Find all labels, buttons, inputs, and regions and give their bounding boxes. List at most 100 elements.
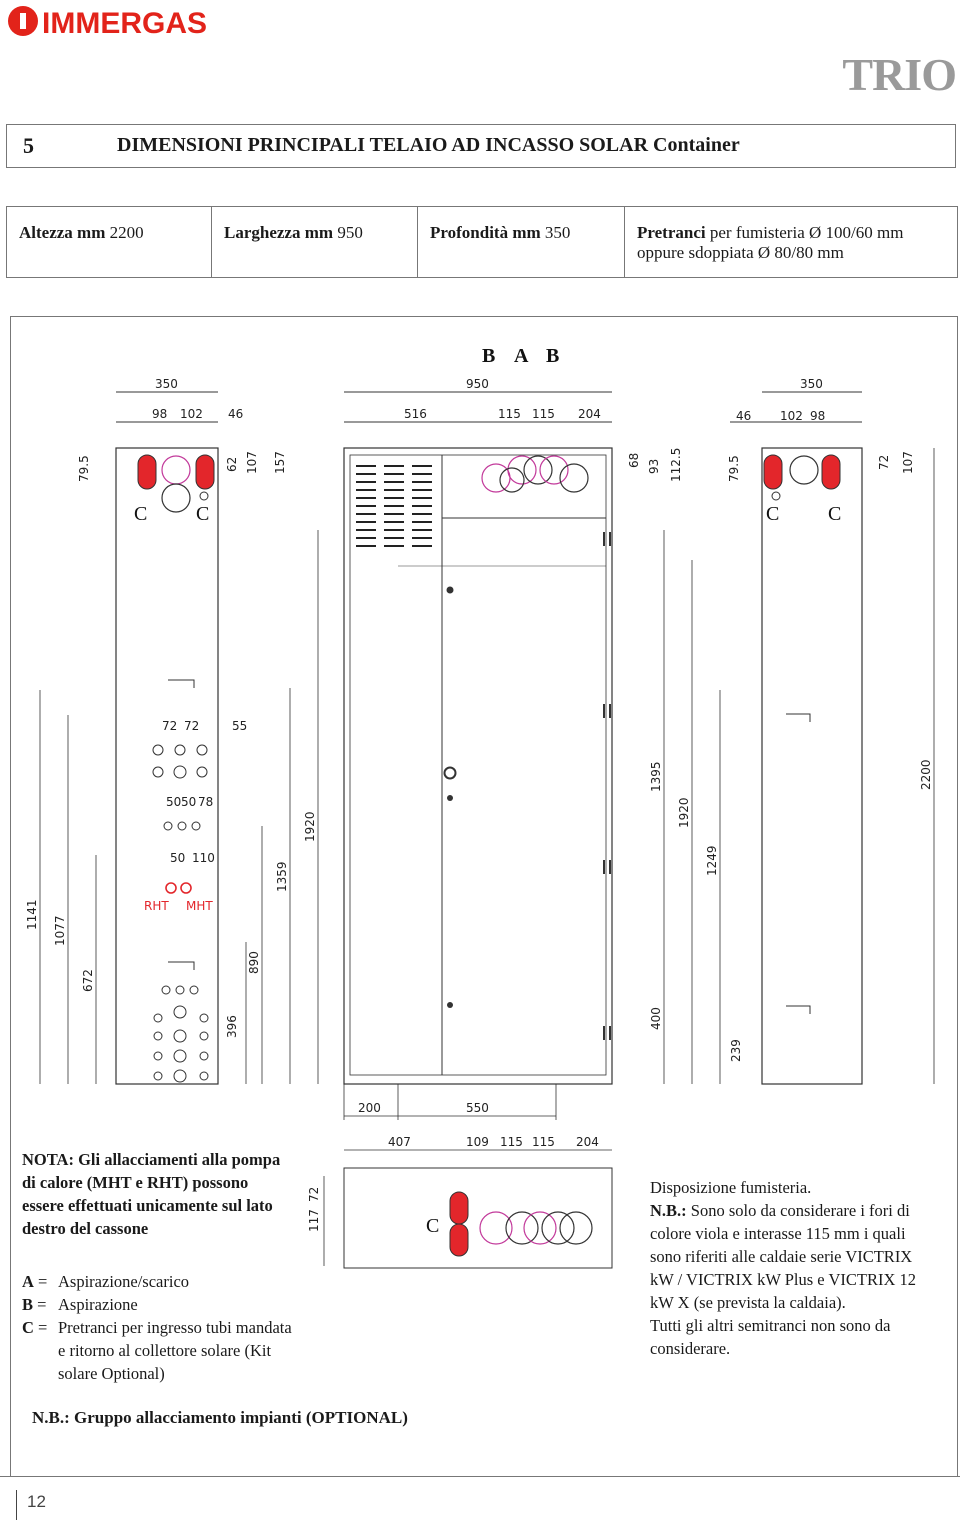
section-number: 5 [23,133,34,158]
dim-lm2-50a: 50 [166,795,181,809]
optional-group-note: N.B.: Gruppo allacciamento impianti (OPT… [32,1408,408,1427]
dim-v-1141: 1141 [25,899,39,930]
spec-height-label: Altezza mm [19,223,106,242]
legend-row-c: C = Pretranci per ingresso tubi mandata … [22,1318,292,1383]
legend-text-c: Pretranci per ingresso tubi mandata e ri… [58,1318,292,1383]
dim-center-width: 950 [466,377,489,391]
section-title: DIMENSIONI PRINCIPALI TELAIO AD INCASSO … [117,134,740,156]
label-b-right: B [546,345,559,367]
dim-detail-115b: 115 [532,1135,555,1149]
section-header: 5 DIMENSIONI PRINCIPALI TELAIO AD INCASS… [6,124,956,168]
dim-detail-117: 117 [307,1209,321,1232]
dim-v-1359: 1359 [275,861,289,892]
dim-v-672: 672 [81,969,95,992]
label-b-left: B [482,345,495,367]
spec-pretranci-label: Pretranci [637,223,706,242]
dim-v-72: 72 [877,455,891,470]
dim-detail-72: 72 [307,1187,321,1202]
nota-text: Gli allacciamenti alla pompa di calore (… [22,1150,281,1238]
dim-v-79-5-right: 79.5 [727,455,741,482]
spec-depth-value: 350 [544,223,571,242]
dim-lt-98: 98 [152,407,167,421]
dim-v-396: 396 [225,1015,239,1038]
footer-divider [0,1476,960,1477]
nota-block: NOTA: Gli allacciamenti alla pompa di ca… [22,1148,284,1240]
dim-v-1920-left: 1920 [303,811,317,842]
dim-detail-115a: 115 [500,1135,523,1149]
dim-ct-516: 516 [404,407,427,421]
dim-detail-109: 109 [466,1135,489,1149]
dim-v-1920-right: 1920 [677,797,691,828]
dim-detail-407: 407 [388,1135,411,1149]
dim-lt-102: 102 [180,407,203,421]
dim-lt-46: 46 [228,407,243,421]
nota-lead: NOTA: [22,1150,74,1169]
dim-v-1249: 1249 [705,845,719,876]
dim-rt-102: 102 [780,409,803,423]
specs-table: Altezza mm 2200 Larghezza mm 950 Profond… [6,206,958,278]
dim-v-107-left: 107 [245,451,259,474]
flue-note-text: Sono solo da considerare i fori di color… [650,1201,916,1312]
page-number: 12 [16,1490,46,1520]
dim-v-68: 68 [627,453,641,468]
dim-bottom-550: 550 [466,1101,489,1115]
logo-text: IMMERGAS [42,7,207,40]
legend: A = Aspirazione/scarico B = Aspirazione … [22,1270,292,1385]
spec-pretranci-value: per fumisteria Ø 100/60 mm oppure sdoppi… [637,223,904,262]
dim-lm3-110: 110 [192,851,215,865]
dim-v-93: 93 [647,459,661,474]
legend-key-c: C [22,1318,34,1337]
dim-ct-115b: 115 [532,407,555,421]
dim-rt-98: 98 [810,409,825,423]
dim-v-1395: 1395 [649,761,663,792]
label-rht: RHT [144,899,169,913]
dim-v-112-5: 112.5 [669,448,683,482]
spec-width: Larghezza mm 950 [212,207,418,277]
dim-v-79-5-left: 79.5 [77,455,91,482]
dim-ct-115a: 115 [498,407,521,421]
dim-left-width: 350 [155,377,178,391]
flue-note-nb: N.B.: [650,1201,687,1220]
label-c-detail: C [426,1215,439,1237]
label-c-right1: C [766,503,779,525]
spec-width-value: 950 [337,223,363,242]
dim-v-62: 62 [225,457,239,472]
dim-lm2-78: 78 [198,795,213,809]
dim-bottom-200: 200 [358,1101,381,1115]
label-c-right2: C [828,503,841,525]
spec-depth: Profondità mm 350 [418,207,625,277]
flue-note-text2: Tutti gli altri semitranci non sono da c… [650,1316,891,1358]
label-a: A [514,345,529,367]
dim-v-107-right: 107 [901,451,915,474]
label-c-left1: C [134,503,147,525]
spec-depth-label: Profondità mm [430,223,541,242]
drawing-frame [10,316,958,1476]
spec-height: Altezza mm 2200 [7,207,212,277]
dim-detail-204: 204 [576,1135,599,1149]
immergas-logo: IMMERGAS [8,6,207,40]
dim-v-400: 400 [649,1007,663,1030]
dim-rt-46: 46 [736,409,751,423]
dim-v-890: 890 [247,951,261,974]
dim-v-1077: 1077 [53,915,67,946]
legend-text-b: Aspirazione [58,1295,138,1314]
spec-width-label: Larghezza mm [224,223,334,242]
dim-lm3-50: 50 [170,851,185,865]
label-c-left2: C [196,503,209,525]
dim-ct-204: 204 [578,407,601,421]
dim-right-width: 350 [800,377,823,391]
legend-key-a: A [22,1272,34,1291]
product-title: TRIO [842,49,957,100]
dim-v-2200: 2200 [919,759,933,790]
dim-lm-72b: 72 [184,719,199,733]
legend-key-b: B [22,1295,34,1314]
technical-drawing: B A B 350 950 350 98 102 46 516 115 115 … [25,345,935,1269]
dim-v-157: 157 [273,451,287,474]
dim-v-239: 239 [729,1039,743,1062]
dim-lm-55: 55 [232,719,247,733]
legend-text-a: Aspirazione/scarico [58,1272,190,1291]
flue-note-title: Disposizione fumisteria. [650,1178,812,1197]
legend-row-b: B = Aspirazione [22,1295,138,1314]
flue-note: Disposizione fumisteria. N.B.: Sono solo… [650,1176,926,1360]
label-mht: MHT [186,899,213,913]
